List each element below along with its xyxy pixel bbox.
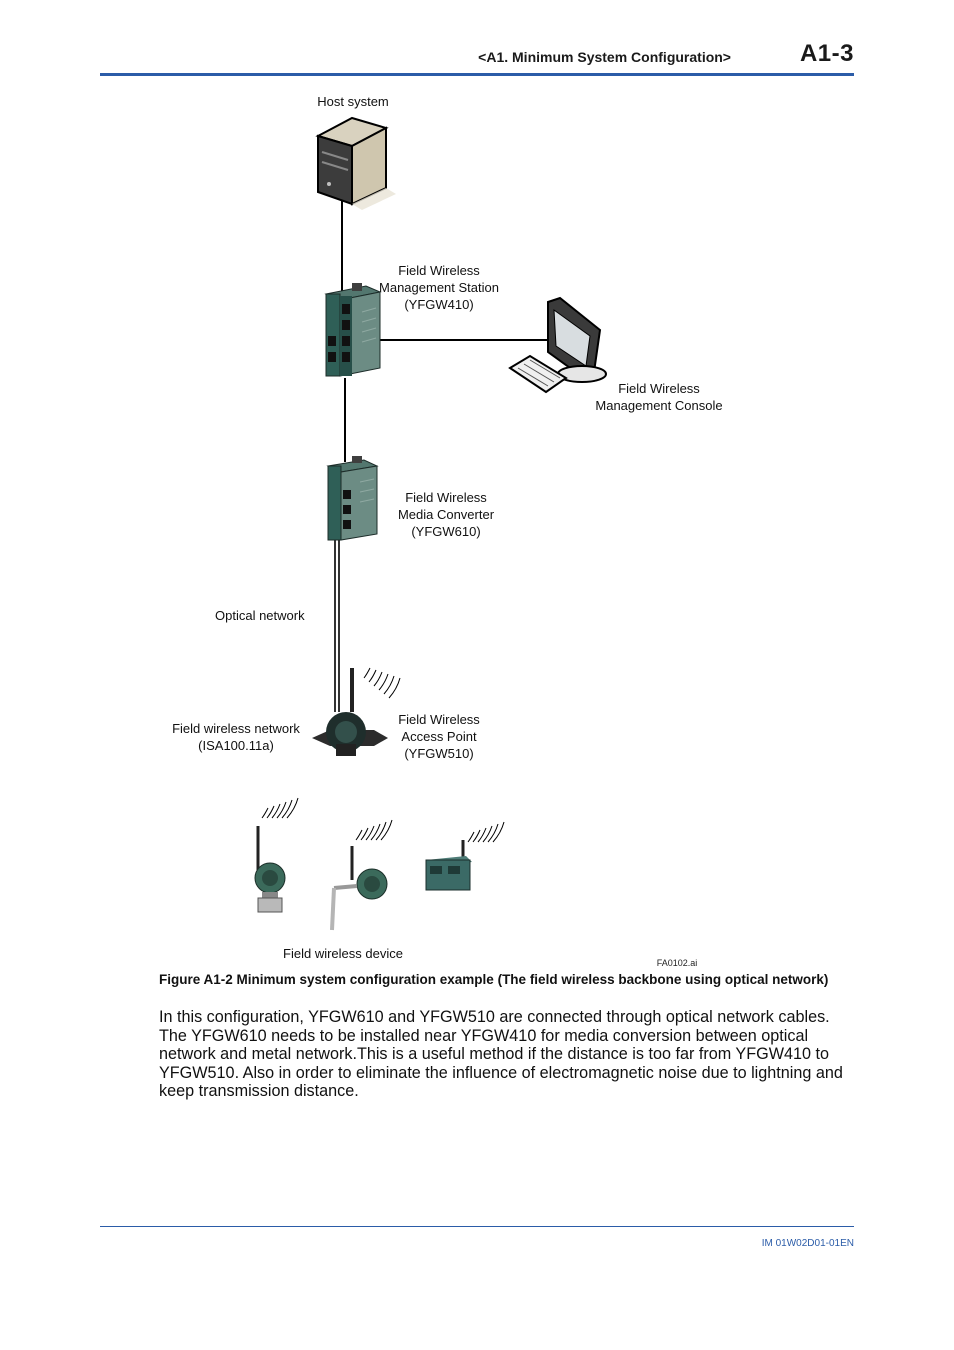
system-diagram bbox=[254, 116, 607, 931]
io-adapter-icon bbox=[425, 840, 472, 891]
station-label: Field Wireless Management Station (YFGW4… bbox=[370, 262, 508, 313]
converter-label-line3: (YFGW610) bbox=[411, 524, 481, 539]
wireless-network-label: Field wireless network (ISA100.11a) bbox=[166, 720, 306, 754]
host-server-icon bbox=[315, 116, 396, 210]
station-label-line3: (YFGW410) bbox=[404, 297, 474, 312]
document-number: IM 01W02D01-01EN bbox=[761, 1238, 854, 1249]
access-point-label-line3: (YFGW510) bbox=[404, 746, 474, 761]
console-label: Field Wireless Management Console bbox=[590, 380, 728, 414]
figure-caption: Figure A1-2 Minimum system configuration… bbox=[159, 972, 829, 987]
station-label-line1: Field Wireless bbox=[398, 263, 480, 278]
console-monitor-icon bbox=[508, 296, 607, 394]
console-label-line2: Management Console bbox=[595, 398, 723, 413]
radio-waves-icon bbox=[261, 797, 299, 819]
radio-waves-icon bbox=[355, 819, 393, 841]
radio-waves-icon bbox=[467, 821, 505, 843]
optical-network-label: Optical network bbox=[215, 608, 305, 623]
host-system-label: Host system bbox=[317, 94, 389, 109]
station-label-line2: Management Station bbox=[379, 280, 499, 295]
pressure-transmitter-icon bbox=[254, 826, 286, 913]
management-station-icon bbox=[324, 283, 382, 377]
section-title: <A1. Minimum System Configuration> bbox=[478, 49, 731, 65]
file-reference: FA0102.ai bbox=[656, 958, 698, 968]
header-rule bbox=[100, 73, 854, 76]
radio-waves-icon bbox=[363, 667, 401, 699]
media-converter-icon bbox=[326, 456, 379, 541]
access-point-label-line2: Access Point bbox=[401, 729, 477, 744]
converter-label: Field Wireless Media Converter (YFGW610) bbox=[390, 489, 502, 540]
page-number: A1-3 bbox=[799, 40, 854, 67]
footer-rule bbox=[100, 1226, 854, 1227]
field-device-label: Field wireless device bbox=[283, 946, 403, 961]
wireless-network-label-line2: (ISA100.11a) bbox=[198, 738, 274, 753]
access-point-label-line1: Field Wireless bbox=[398, 712, 480, 727]
wireless-network-label-line1: Field wireless network bbox=[172, 721, 300, 736]
temperature-transmitter-icon bbox=[330, 846, 388, 931]
access-point-label: Field Wireless Access Point (YFGW510) bbox=[386, 711, 492, 762]
converter-label-line2: Media Converter bbox=[397, 507, 495, 522]
body-paragraph: In this configuration, YFGW610 and YFGW5… bbox=[159, 1008, 843, 1100]
console-label-line1: Field Wireless bbox=[618, 381, 700, 396]
access-point-icon bbox=[312, 668, 388, 756]
converter-label-line1: Field Wireless bbox=[405, 490, 487, 505]
